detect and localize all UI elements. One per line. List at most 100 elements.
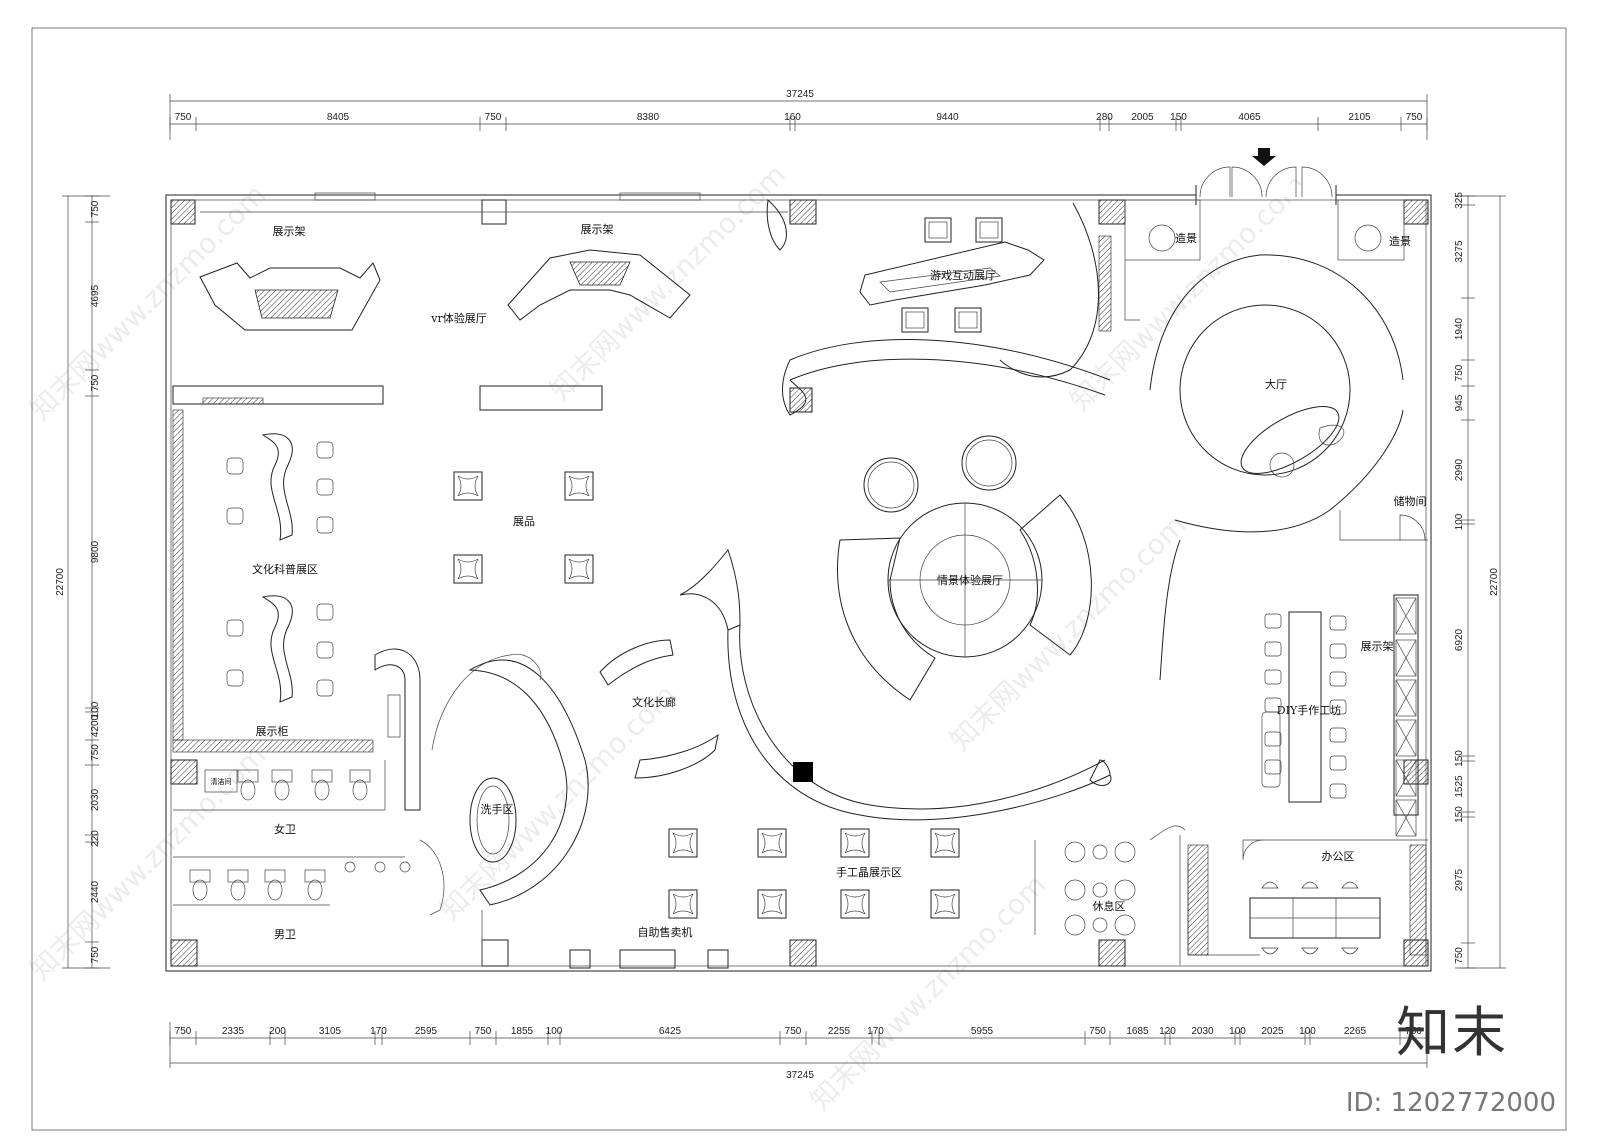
label-shelf-3: 展示架 xyxy=(1361,640,1394,653)
lobby xyxy=(1124,199,1428,541)
dim-label: 750 xyxy=(1454,364,1465,381)
label-storage: 储物间 xyxy=(1394,494,1427,508)
dim-label: 100 xyxy=(90,701,101,718)
dim-label: 9800 xyxy=(90,540,101,563)
game-interactive-hall xyxy=(766,199,1112,378)
room-labels: 展示架 展示架 vr体验展厅 游戏互动展厅 造景 造景 大厅 展品 文化科普展区… xyxy=(211,223,1427,941)
bottom-total-dim: 37245 xyxy=(786,1070,814,1081)
label-vending: 自助售卖机 xyxy=(638,925,693,939)
black-column xyxy=(793,762,813,782)
dim-label: 120 xyxy=(1159,1026,1176,1037)
left-total-dim: 22700 xyxy=(55,568,66,596)
dim-label: 4200 xyxy=(90,714,101,737)
dim-label: 750 xyxy=(175,112,192,123)
dim-label: 8380 xyxy=(637,112,660,123)
label-rest: 休息区 xyxy=(1093,899,1126,913)
dim-label: 945 xyxy=(1454,394,1465,411)
right-total-dim: 22700 xyxy=(1489,568,1500,596)
dim-label: 750 xyxy=(1405,1026,1422,1037)
dim-label: 750 xyxy=(1454,947,1465,964)
label-scenery-1: 造景 xyxy=(1175,231,1197,245)
dim-label: 5955 xyxy=(971,1026,994,1037)
label-scenery-2: 造景 xyxy=(1389,234,1411,248)
dim-label: 170 xyxy=(867,1026,884,1037)
dim-label: 100 xyxy=(1454,513,1465,530)
dim-label: 1685 xyxy=(1126,1026,1149,1037)
dim-label: 325 xyxy=(1454,192,1465,209)
main-entrance xyxy=(1199,148,1333,198)
dim-label: 2025 xyxy=(1261,1026,1284,1037)
entrance-arrow-icon xyxy=(1252,148,1276,166)
culture-science-area xyxy=(172,409,374,753)
dim-label: 280 xyxy=(1096,112,1113,123)
dim-label: 100 xyxy=(1229,1026,1246,1037)
top-total-dim: 37245 xyxy=(786,89,814,100)
dim-label: 2975 xyxy=(1454,868,1465,891)
structural-columns xyxy=(170,199,1429,967)
dim-label: 220 xyxy=(90,830,101,847)
dim-label: 200 xyxy=(269,1026,286,1037)
dim-label: 750 xyxy=(1089,1026,1106,1037)
dim-label: 750 xyxy=(90,744,101,761)
dim-label: 4695 xyxy=(90,284,101,307)
dim-label: 750 xyxy=(90,946,101,963)
dim-label: 3275 xyxy=(1454,240,1465,263)
label-game-hall: 游戏互动展厅 xyxy=(930,269,996,282)
right-dimensions: 22700 3253275194075094529901006920150152… xyxy=(1454,192,1506,969)
dim-label: 2030 xyxy=(90,788,101,811)
dim-label: 2105 xyxy=(1348,112,1371,123)
corridor-arcs xyxy=(679,539,1181,821)
dim-label: 150 xyxy=(1454,806,1465,823)
label-wash-area: 洗手区 xyxy=(481,802,514,816)
drawing-frame xyxy=(31,27,1567,1131)
label-cabinet: 展示柜 xyxy=(256,725,289,738)
dim-label: 2265 xyxy=(1344,1026,1367,1037)
diy-workshop xyxy=(1261,594,1419,837)
label-culture-corridor: 文化长廊 xyxy=(632,695,676,709)
culture-corridor xyxy=(374,639,719,966)
label-vr-hall: vr体验展厅 xyxy=(430,311,486,325)
outer-walls xyxy=(165,185,1432,972)
dim-label: 750 xyxy=(485,112,502,123)
dim-label: 6920 xyxy=(1454,628,1465,651)
brand-logo: 知末 xyxy=(1396,1001,1508,1064)
dim-label: 1855 xyxy=(511,1026,534,1037)
dim-label: 2255 xyxy=(828,1026,851,1037)
vr-display-shelves xyxy=(172,211,788,411)
dim-label: 150 xyxy=(1454,750,1465,767)
dim-label: 150 xyxy=(1170,112,1187,123)
label-culture-science: 文化科普展区 xyxy=(252,562,318,576)
dim-label: 8405 xyxy=(327,112,350,123)
dim-label: 2595 xyxy=(415,1026,438,1037)
label-shelf-2: 展示架 xyxy=(581,223,614,236)
label-womens-wc: 女卫 xyxy=(274,822,296,836)
vending-machines xyxy=(569,949,729,969)
dim-label: 2030 xyxy=(1191,1026,1214,1037)
label-scene-hall: 情景体验展厅 xyxy=(937,573,1003,587)
restrooms xyxy=(173,760,411,906)
dim-label: 2990 xyxy=(1454,458,1465,481)
dim-label: 2005 xyxy=(1131,112,1154,123)
dim-label: 2440 xyxy=(90,880,101,903)
label-shelf-1: 展示架 xyxy=(273,225,306,238)
dim-label: 4065 xyxy=(1238,112,1261,123)
dim-label: 9440 xyxy=(936,112,959,123)
dim-label: 750 xyxy=(785,1026,802,1037)
dim-label: 750 xyxy=(175,1026,192,1037)
label-cleaning: 清洁间 xyxy=(211,777,232,786)
dim-label: 2335 xyxy=(222,1026,245,1037)
dim-label: 750 xyxy=(1406,112,1423,123)
label-diy: DIY手作工坊 xyxy=(1277,703,1341,717)
dim-label: 170 xyxy=(370,1026,387,1037)
office-area xyxy=(1187,839,1428,956)
dim-label: 1940 xyxy=(1454,317,1465,340)
scene-experience-hall xyxy=(782,339,1111,701)
dim-label: 750 xyxy=(90,374,101,391)
dim-label: 750 xyxy=(475,1026,492,1037)
label-lobby: 大厅 xyxy=(1265,377,1287,391)
dim-label: 6425 xyxy=(659,1026,682,1037)
